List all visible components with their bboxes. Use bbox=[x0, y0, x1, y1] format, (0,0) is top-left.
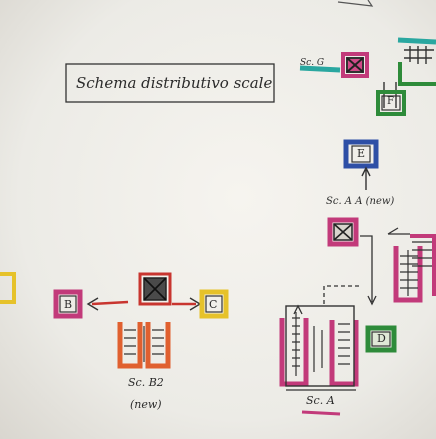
node-f-box bbox=[376, 90, 406, 116]
label-b: B bbox=[64, 298, 73, 311]
stair-a-right-frame bbox=[329, 320, 359, 387]
node-e-box bbox=[343, 139, 379, 169]
green-outline-f bbox=[398, 62, 436, 86]
hatch-top-right bbox=[404, 46, 434, 64]
stair-b2-right bbox=[145, 322, 171, 369]
stair-right-steps bbox=[400, 250, 418, 296]
label-sc-b2: Sc. B2 bbox=[128, 376, 164, 389]
teal-mark-g bbox=[299, 65, 341, 73]
arrow-to-b-head bbox=[86, 297, 99, 311]
stair-a-left-frame bbox=[279, 318, 309, 387]
link-f bbox=[383, 82, 397, 108]
teal-mark-right bbox=[397, 37, 436, 45]
arrow-right-group bbox=[387, 227, 410, 235]
diagram-title: Schema distributivo scale bbox=[76, 74, 273, 92]
title-box bbox=[65, 63, 275, 103]
central-stair-frame bbox=[138, 272, 172, 306]
node-b-box bbox=[53, 289, 83, 319]
stair-a-outline bbox=[285, 305, 355, 387]
arrow-to-d bbox=[367, 295, 377, 306]
stair-b2-left bbox=[117, 322, 143, 369]
node-d-inner bbox=[371, 331, 391, 347]
label-sc-a: Sc. A bbox=[306, 394, 335, 407]
link-aa-d bbox=[360, 235, 373, 302]
label-f: F bbox=[387, 96, 394, 107]
label-c: C bbox=[209, 298, 218, 311]
arrow-to-b bbox=[91, 300, 129, 306]
stair-b2-steps bbox=[124, 329, 164, 355]
label-e: E bbox=[357, 147, 366, 160]
label-sc-aa: Sc. A A (new) bbox=[326, 196, 395, 207]
node-f-inner bbox=[381, 95, 401, 111]
label-b2-note: (new) bbox=[130, 398, 162, 411]
yellow-edge-node bbox=[0, 272, 16, 304]
stair-right-frame-2 bbox=[410, 234, 436, 296]
stair-a-steps-left bbox=[292, 312, 300, 376]
stair-g-cross bbox=[346, 57, 364, 73]
stair-aa-frame bbox=[327, 217, 359, 247]
node-b-inner bbox=[59, 295, 77, 313]
stair-a-up-arrow bbox=[293, 304, 303, 315]
stair-a-core bbox=[313, 326, 323, 372]
stair-right-steps-2 bbox=[412, 241, 432, 267]
arrow-to-e bbox=[361, 166, 371, 190]
stair-g-frame bbox=[341, 52, 369, 78]
stair-right-frame bbox=[393, 246, 423, 303]
node-d-box bbox=[365, 325, 397, 353]
label-sc-g: Sc. G bbox=[300, 58, 325, 68]
top-edge-scribble bbox=[337, 0, 374, 7]
node-c-box bbox=[199, 289, 229, 319]
label-d: D bbox=[377, 332, 386, 345]
dashed-link bbox=[323, 285, 360, 304]
stair-a-underline bbox=[301, 410, 341, 416]
stair-a-steps-right bbox=[338, 323, 350, 365]
central-stair-cross bbox=[143, 277, 167, 301]
node-e-inner bbox=[351, 145, 371, 163]
node-c-inner bbox=[205, 295, 223, 313]
stair-aa-cross bbox=[333, 223, 353, 241]
